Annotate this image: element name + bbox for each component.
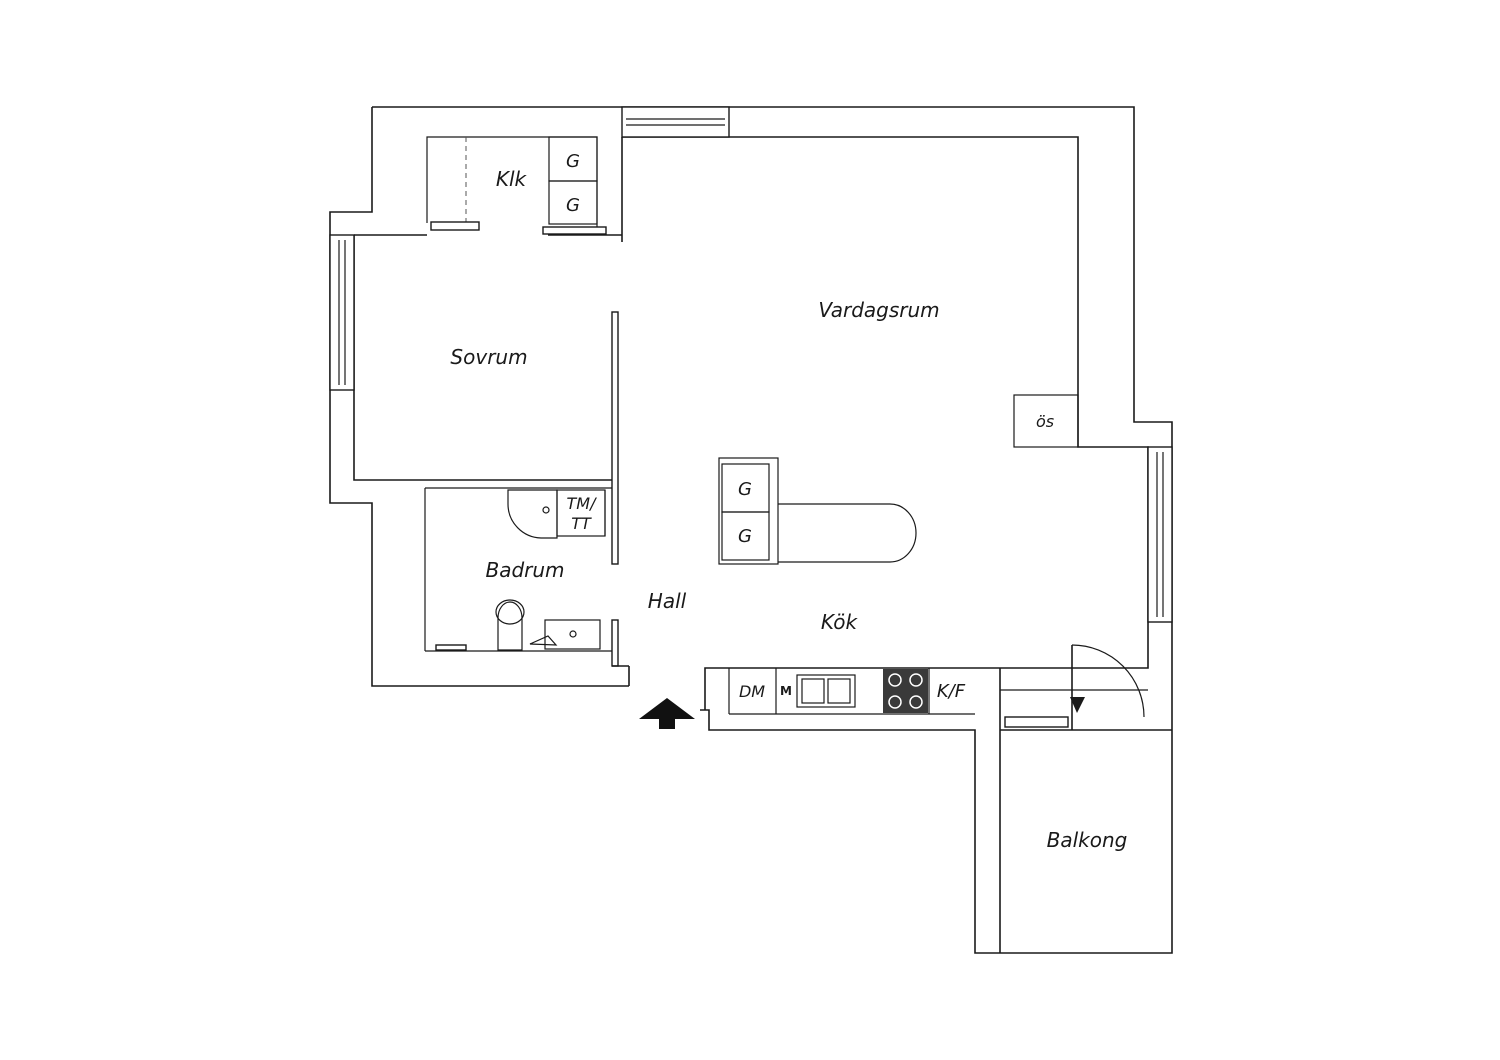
- shower-icon: [507, 489, 558, 539]
- room-label-sovrum: Sovrum: [450, 345, 527, 369]
- kitchen-island: [778, 503, 917, 563]
- dishwasher-label: DM: [739, 682, 765, 701]
- room-label-hall: Hall: [648, 589, 687, 613]
- outer-walls: [329, 106, 1173, 954]
- kitchen-counter: DM M K/F: [704, 667, 1000, 715]
- wardrobe-g1-label: G: [566, 151, 580, 172]
- fridge-freezer-label: K/F: [937, 681, 966, 702]
- wardrobe-g2-label: G: [566, 195, 580, 216]
- room-label-balkong: Balkong: [1047, 828, 1128, 852]
- washer-label-1: TM/: [567, 494, 598, 513]
- microwave-label: M: [780, 684, 792, 698]
- balcony: Balkong: [999, 644, 1172, 953]
- bathroom-fixtures: TM/ TT Badrum: [435, 489, 606, 651]
- washer-label-2: TT: [571, 514, 592, 533]
- sink-icon: [544, 619, 601, 650]
- room-label-klk: Klk: [496, 167, 528, 191]
- wardrobe-g4: [721, 511, 770, 561]
- wardrobe-g2: [548, 180, 598, 225]
- room-label-vardagsrum: Vardagsrum: [818, 298, 939, 322]
- wardrobe-g3-label: G: [738, 479, 752, 500]
- island-and-wardrobes: G G: [718, 457, 917, 565]
- door-swing-icon: [1071, 644, 1145, 718]
- room-label-badrum: Badrum: [485, 558, 564, 582]
- washer-dryer-box: [556, 489, 606, 537]
- fireplace-label: ös: [1036, 412, 1054, 431]
- toilet-icon: [497, 601, 523, 651]
- entrance-arrow-icon: [639, 698, 695, 729]
- wardrobe-g4-label: G: [738, 526, 752, 547]
- stove-icon: [883, 669, 928, 713]
- fireplace: ös: [1013, 394, 1079, 448]
- kitchen-sink-icon: [796, 674, 856, 708]
- room-label-kok: Kök: [821, 610, 859, 634]
- walk-in-closet: G G Klk: [426, 136, 607, 235]
